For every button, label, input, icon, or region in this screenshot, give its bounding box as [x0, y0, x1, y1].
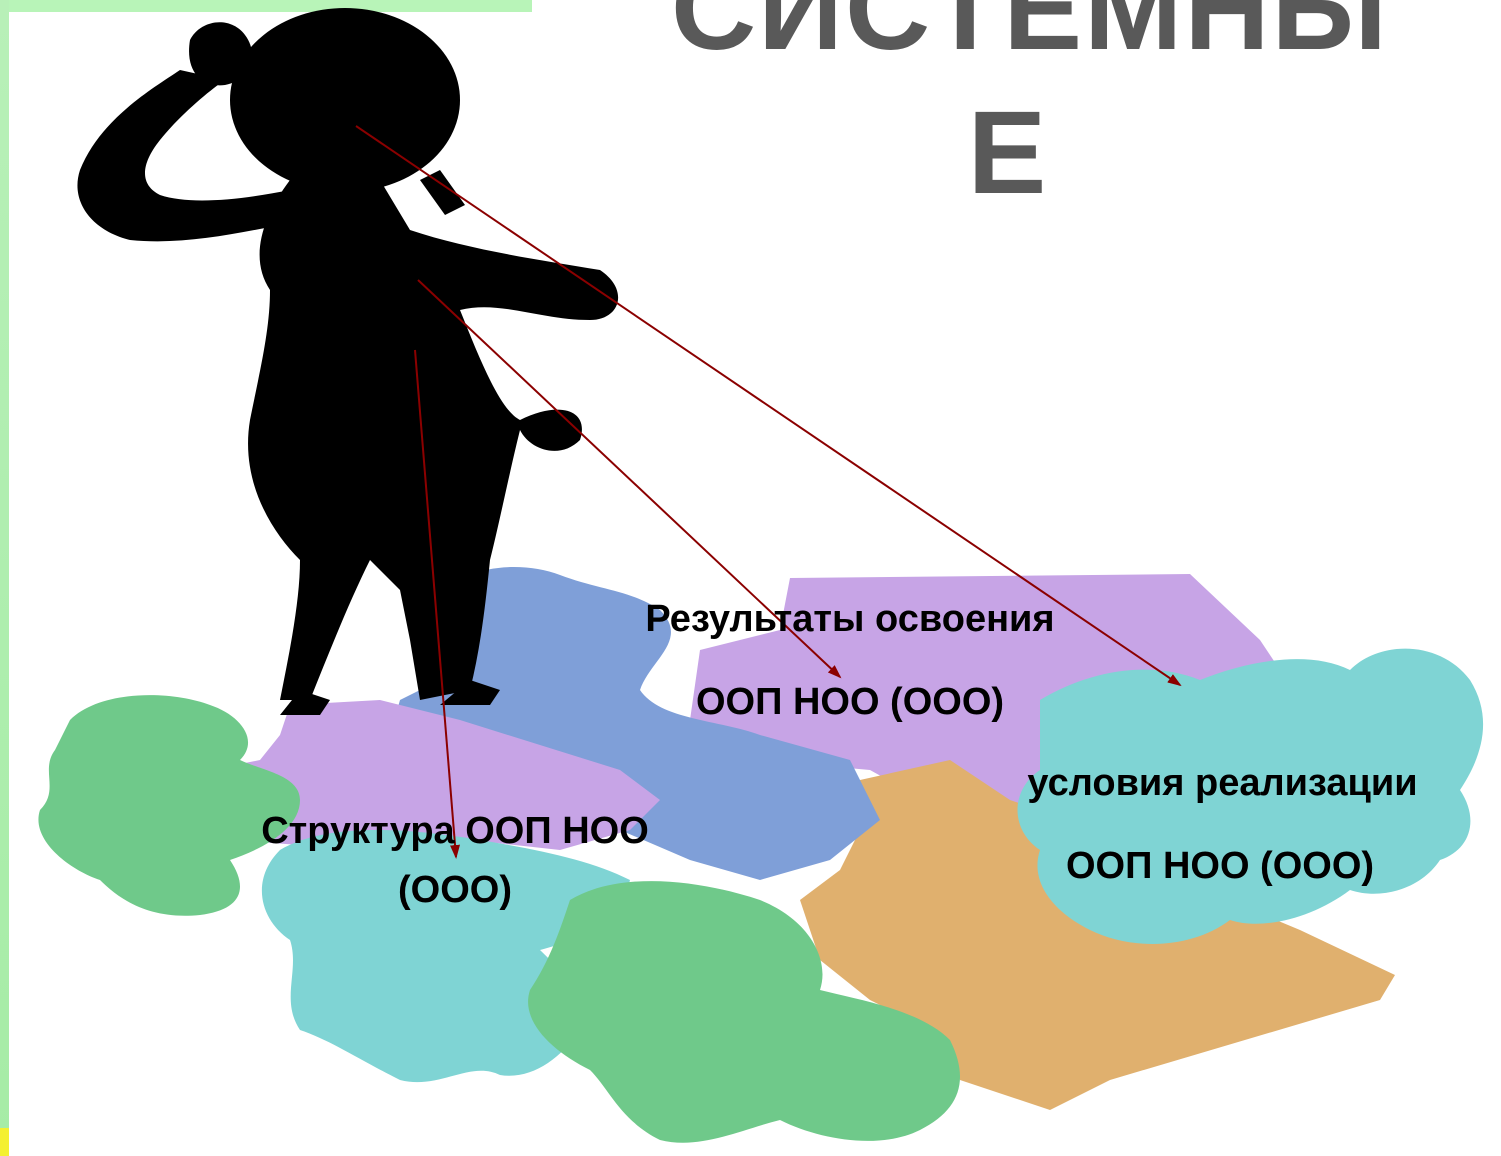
page-title-line-2: Е [958, 88, 1058, 218]
results-label-line-2: ООП НОО (ООО) [570, 679, 1130, 725]
conditions-label-line-2: ООП НОО (ООО) [960, 843, 1480, 889]
structure-label-line-1: Структура ООП НОО [190, 808, 720, 854]
structure-label-line-2: (ООО) [190, 867, 720, 913]
page-title-line-1: СИСТЕМНЫ [580, 0, 1480, 74]
conditions-label-line-1: условия реализации [950, 760, 1495, 806]
results-label-line-1: Результаты освоения [570, 596, 1130, 642]
